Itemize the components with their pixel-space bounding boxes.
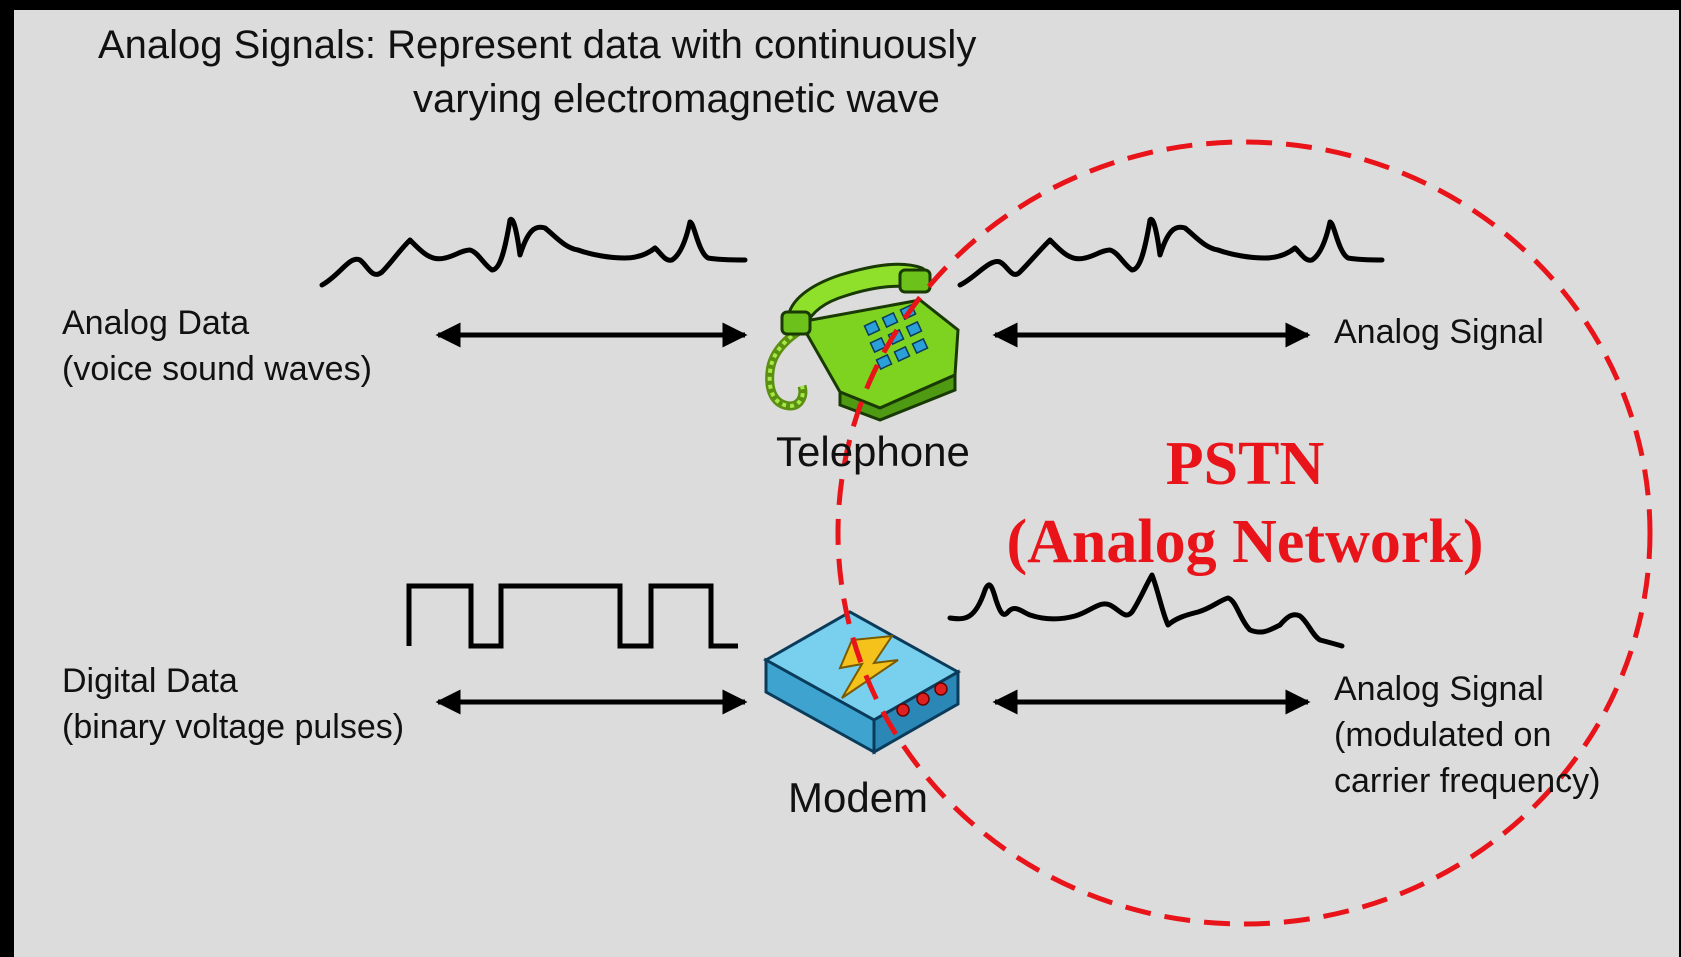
modulated-signal-wave [947,572,1345,649]
pstn-label: PSTN [1165,430,1325,498]
diagram-title-line-2: varying electromagnetic wave [413,77,940,121]
analog-signal-wave-top [957,216,1385,288]
analog-signal-label-top: Analog Signal [1334,313,1544,351]
digital-data-sublabel: (binary voltage pulses) [62,708,405,746]
telephone-label: Telephone [776,428,970,475]
diagram-title-line-1: Analog Signals: Represent data with cont… [98,23,977,67]
digital-data-label: Digital Data [62,662,238,700]
pstn-boundary-circle [835,139,1653,927]
carrier-frequency-label: carrier frequency) [1334,762,1601,800]
modem-icon [762,610,962,755]
diagram-panel [14,10,1679,957]
analog-signal-label-bottom: Analog Signal [1334,670,1544,708]
modulated-label: (modulated on [1334,716,1552,754]
analog-network-label: (Analog Network) [1006,508,1484,576]
analog-data-label: Analog Data [62,304,250,342]
analog-data-sublabel: (voice sound waves) [62,350,372,388]
analog-voice-wave [319,216,748,288]
modem-label: Modem [788,774,929,821]
digital-pulse-wave [406,583,738,649]
telephone-icon [765,262,960,422]
